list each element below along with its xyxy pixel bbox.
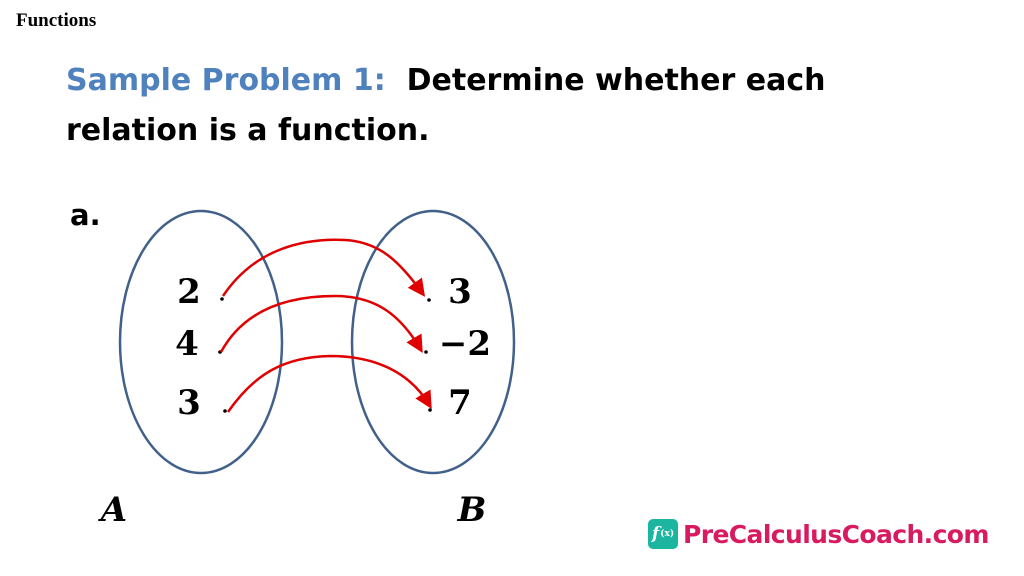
- domain-set-ellipse: [118, 209, 284, 475]
- range-set-name: B: [457, 490, 487, 530]
- part-label: a.: [70, 198, 101, 232]
- domain-value: 3: [177, 383, 201, 423]
- problem-prefix: Sample Problem 1: [66, 63, 374, 98]
- domain-value: 2: [177, 272, 201, 312]
- logo-text: PreCalculusCoach.com: [683, 519, 989, 549]
- mapping-arrow: [219, 294, 423, 354]
- site-logo[interactable]: f(x) PreCalculusCoach.com: [648, 519, 989, 549]
- range-point: [427, 298, 431, 302]
- range-value: −2: [439, 324, 491, 364]
- header-label: Functions: [16, 10, 97, 31]
- domain-point: [223, 409, 227, 413]
- mapping-arrow: [226, 354, 432, 413]
- range-value: 3: [448, 272, 472, 312]
- function-logo-icon: f(x): [648, 519, 678, 549]
- domain-value: 4: [175, 324, 199, 364]
- range-point: [424, 350, 428, 354]
- range-point: [428, 408, 432, 412]
- domain-point: [220, 297, 224, 301]
- problem-text: Determine whether each relation is a fun…: [66, 63, 826, 148]
- domain-set-name: A: [98, 490, 127, 530]
- range-value: 7: [448, 383, 472, 423]
- problem-statement: Sample Problem 1: Determine whether each…: [66, 56, 966, 156]
- problem-colon: :: [373, 63, 386, 98]
- mapping-arrow: [221, 238, 426, 297]
- range-set-ellipse: [350, 209, 516, 475]
